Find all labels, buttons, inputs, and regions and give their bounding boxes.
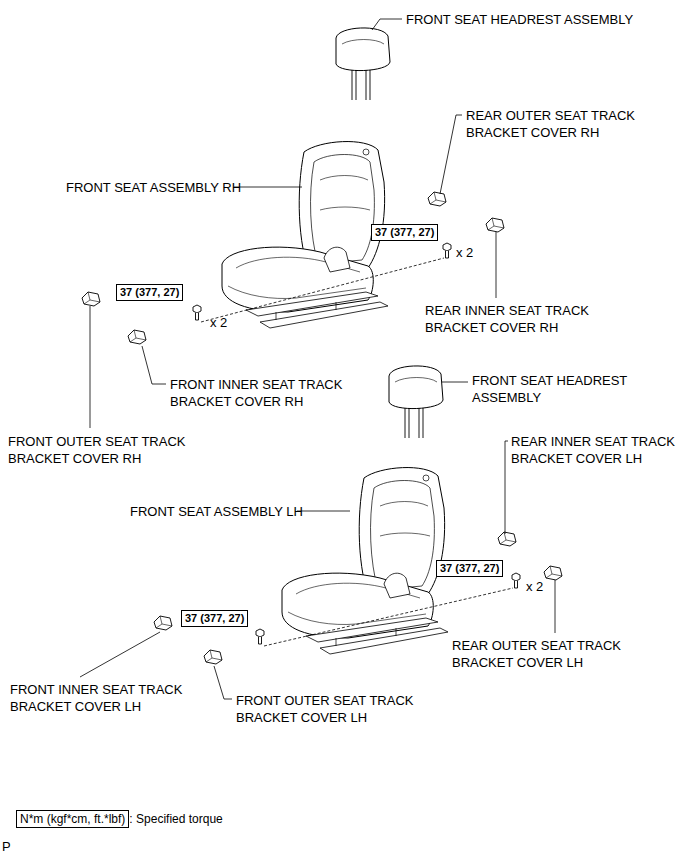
torque-value: 37 (377, 27) xyxy=(116,284,183,301)
torque-value: 37 (377, 27) xyxy=(181,610,248,627)
part-name: FRONT OUTER SEAT TRACK BRACKET COVER RH xyxy=(8,433,200,467)
bolt xyxy=(256,629,264,644)
bolt xyxy=(512,573,520,588)
part-name: FRONT INNER SEAT TRACK BRACKET COVER RH xyxy=(170,376,362,410)
part-name: FRONT SEAT HEADREST ASSEMBLY xyxy=(406,11,633,28)
bracket-cover xyxy=(204,650,222,664)
seat-lh xyxy=(282,468,448,654)
bracket-cover xyxy=(128,330,146,344)
headrest xyxy=(336,28,390,100)
bracket-cover xyxy=(544,566,562,580)
part-name: REAR INNER SEAT TRACK BRACKET COVER RH xyxy=(425,302,607,336)
bracket-cover xyxy=(486,218,504,232)
bracket-cover xyxy=(498,532,516,546)
quantity-label: x 2 xyxy=(526,578,543,595)
bolt xyxy=(193,305,201,320)
bracket-cover xyxy=(154,616,172,630)
page-code: P xyxy=(2,838,11,854)
quantity-label: x 2 xyxy=(456,244,473,261)
part-name: FRONT OUTER SEAT TRACK BRACKET COVER LH xyxy=(236,692,428,726)
torque-legend: N*m (kgf*cm, ft.*lbf): Specified torque xyxy=(16,809,224,828)
part-name: FRONT SEAT ASSEMBLY RH xyxy=(66,179,241,196)
unit-key: N*m (kgf*cm, ft.*lbf) xyxy=(16,810,129,828)
part-name: REAR INNER SEAT TRACK BRACKET COVER LH xyxy=(511,433,685,467)
torque-box: 37 (377, 27) xyxy=(436,558,505,577)
unit-description: : Specified torque xyxy=(129,812,222,826)
bolt xyxy=(443,243,451,258)
seat-rh xyxy=(222,142,388,328)
torque-value: 37 (377, 27) xyxy=(371,224,438,241)
dashed-line xyxy=(264,588,513,646)
torque-box: 37 (377, 27) xyxy=(371,222,440,241)
headrest xyxy=(389,366,443,438)
torque-box: 37 (377, 27) xyxy=(181,608,250,627)
torque-box: 37 (377, 27) xyxy=(116,282,185,301)
part-name: FRONT SEAT HEADREST ASSEMBLY xyxy=(472,372,644,406)
part-name: REAR OUTER SEAT TRACK BRACKET COVER RH xyxy=(466,107,648,141)
part-name: REAR OUTER SEAT TRACK BRACKET COVER LH xyxy=(452,637,634,671)
part-name: FRONT SEAT ASSEMBLY LH xyxy=(130,503,303,520)
quantity-label: x 2 xyxy=(210,314,227,331)
bracket-cover xyxy=(82,292,100,306)
part-name: FRONT INNER SEAT TRACK BRACKET COVER LH xyxy=(10,681,202,715)
bracket-cover xyxy=(428,192,446,206)
torque-value: 37 (377, 27) xyxy=(436,560,503,577)
dashed-line xyxy=(201,258,444,322)
